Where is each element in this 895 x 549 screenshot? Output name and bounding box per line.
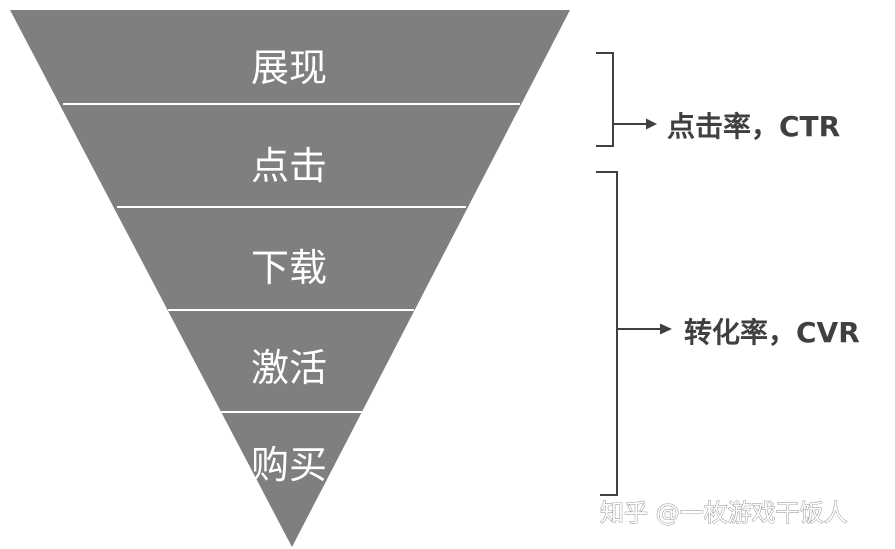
stage-label-purchase: 购买 [251,443,327,487]
ctr-label: 点击率，CTR [667,110,840,143]
cvr-arrow-head [660,323,672,335]
cvr-bracket [596,171,618,496]
cvr-label: 转化率，CVR [684,316,860,349]
stage-label-impression: 展现 [251,46,327,90]
stage-label-download: 下载 [251,246,327,290]
zhihu-watermark: 知乎 @一枚游戏干饭人 [600,499,848,527]
stage-label-activation: 激活 [251,346,327,390]
ctr-arrow-head [646,118,657,130]
ctr-bracket [596,52,614,147]
funnel-triangle [10,10,570,547]
stage-label-click: 点击 [251,144,327,188]
